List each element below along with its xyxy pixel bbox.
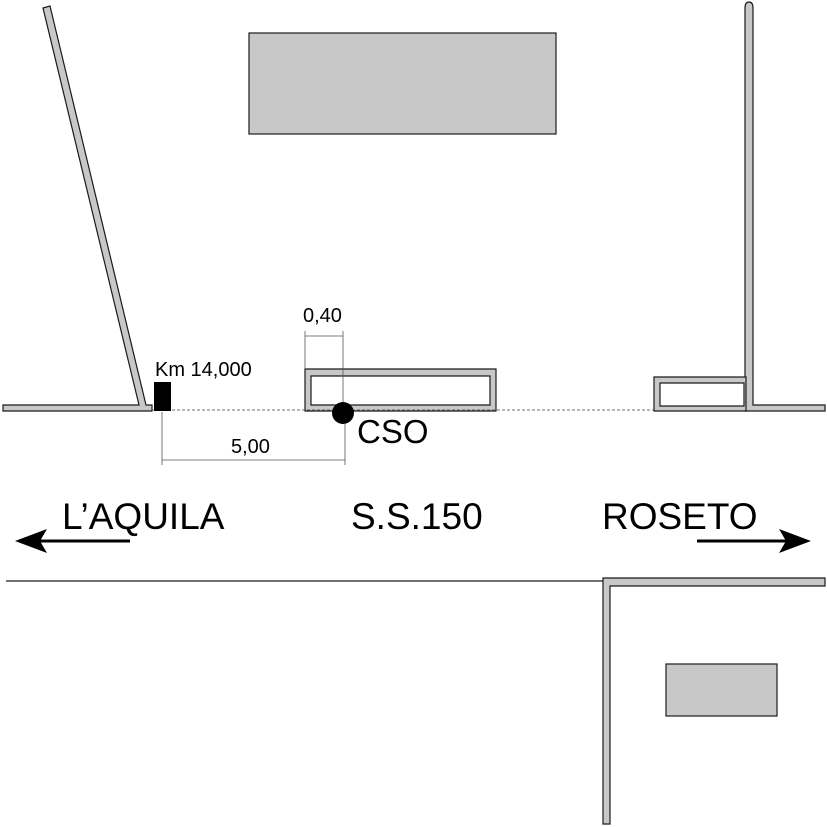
dimension-040 [304,331,344,404]
left-wall-and-curb [2,5,153,412]
center-curb-box [304,368,497,412]
km-label: Km 14,000 [155,359,252,381]
cso-label: CSO [357,413,429,450]
bottom-right-building [665,663,778,717]
west-arrow-icon [15,529,130,553]
km-marker-post [154,382,171,411]
dimension-500-label: 5,00 [231,436,270,458]
dimension-500 [161,412,346,465]
east-arrow-icon [697,529,811,553]
right-wall-and-curb [744,1,826,412]
bottom-right-wall [602,577,826,825]
west-direction-label: L’AQUILA [62,496,225,537]
road-name-label: S.S.150 [351,496,483,537]
top-building [248,32,557,135]
right-curb-box [653,376,747,412]
cso-point [332,402,354,424]
dimension-040-label: 0,40 [303,305,342,327]
east-direction-label: ROSETO [602,496,758,537]
